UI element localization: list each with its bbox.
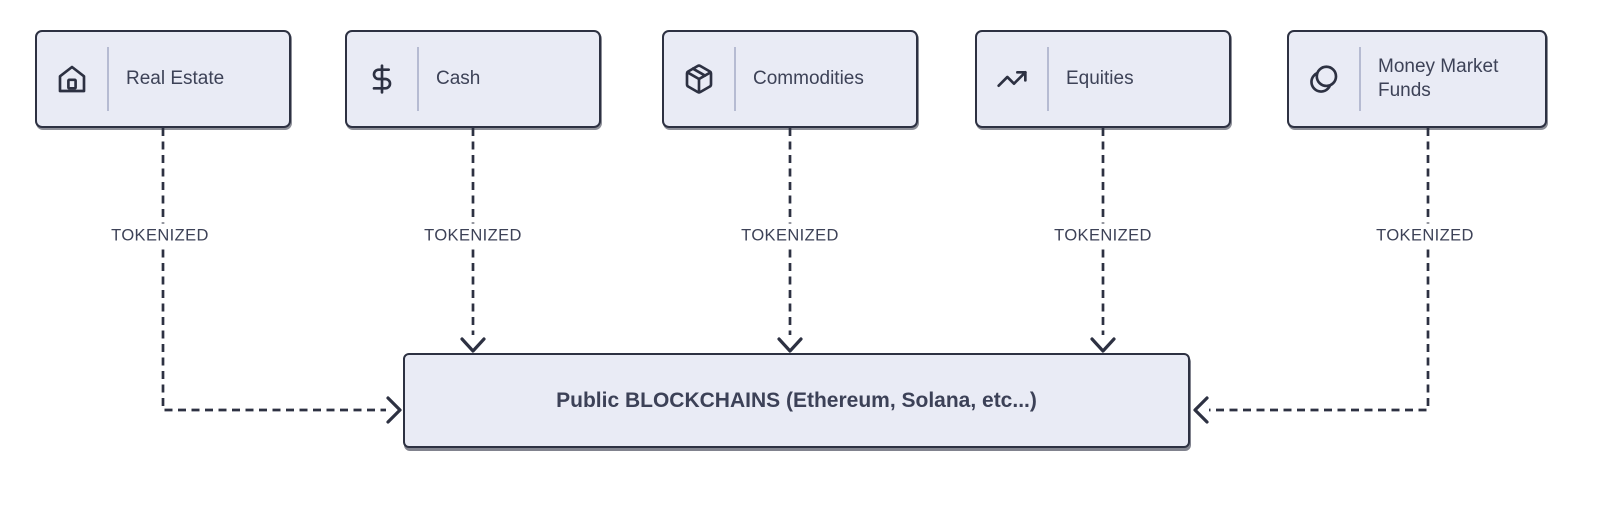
destination-node-public-blockchains: Public BLOCKCHAINS (Ethereum, Solana, et… [403,353,1190,448]
arrowhead-left-icon [1193,396,1209,424]
asset-node-money-market-funds: Money Market Funds [1287,30,1547,128]
asset-label: Commodities [753,68,864,90]
flow-label-tokenized: TOKENIZED [1048,223,1158,249]
asset-label: Real Estate [126,68,225,90]
package-icon [664,63,734,95]
divider [107,47,109,111]
divider [1047,47,1049,111]
divider [417,47,419,111]
connector-money-market-funds [1193,128,1430,424]
divider [734,47,736,111]
asset-node-commodities: Commodities [662,30,918,128]
arrowhead-right-icon [386,396,402,424]
connector-real-estate [161,128,402,424]
connector-commodities [777,128,803,353]
asset-label: Money Market Funds [1378,56,1499,101]
asset-node-cash: Cash [345,30,601,128]
connector-cash [460,128,486,353]
arrowhead-down-icon [1090,337,1116,353]
asset-node-real-estate: Real Estate [35,30,291,128]
flow-label-tokenized: TOKENIZED [735,223,845,249]
asset-node-equities: Equities [975,30,1231,128]
connector-equities [1090,128,1116,353]
divider [1359,47,1361,111]
dollar-sign-icon [347,63,417,95]
destination-label: Public BLOCKCHAINS (Ethereum, Solana, et… [556,388,1037,412]
flow-label-tokenized: TOKENIZED [105,223,215,249]
asset-label: Cash [436,68,481,90]
arrowhead-down-icon [460,337,486,353]
trending-up-icon [977,63,1047,95]
asset-label: Equities [1066,68,1134,90]
flow-label-tokenized: TOKENIZED [418,223,528,249]
home-icon [37,63,107,95]
arrowhead-down-icon [777,337,803,353]
coin-icon [1289,63,1359,95]
flow-label-tokenized: TOKENIZED [1370,223,1480,249]
